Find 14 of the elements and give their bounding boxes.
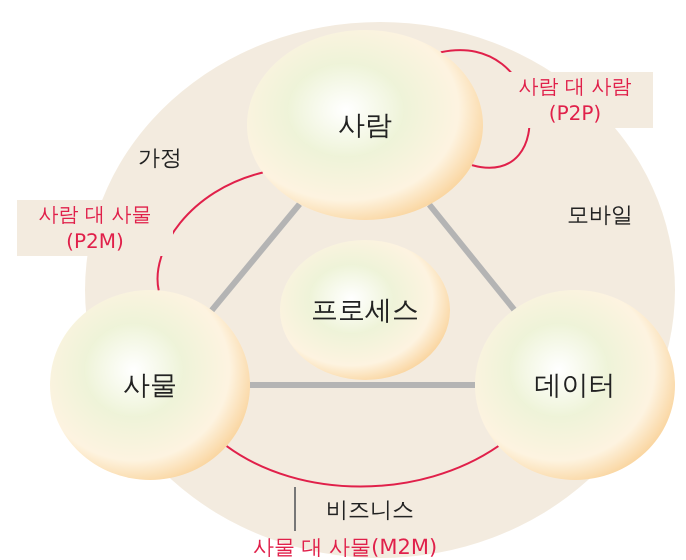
node-label: 사물 bbox=[123, 369, 177, 403]
connector-line bbox=[250, 382, 475, 388]
arc-connector bbox=[226, 445, 499, 488]
caption-text: 사물 대 사물(M2M) bbox=[252, 533, 438, 560]
node-label: 사람 bbox=[338, 109, 392, 143]
connector-line bbox=[209, 202, 302, 312]
edge-label: 사람 대 사물 (P2M) bbox=[17, 200, 173, 256]
leader-line bbox=[294, 487, 296, 531]
region-label: 가정 bbox=[138, 145, 182, 173]
node-label: 프로세스 bbox=[311, 294, 419, 328]
region-label: 모바일 bbox=[567, 202, 633, 230]
node-label: 데이터 bbox=[534, 369, 616, 403]
region-label: 비즈니스 bbox=[326, 497, 414, 525]
connector-line bbox=[427, 202, 516, 312]
